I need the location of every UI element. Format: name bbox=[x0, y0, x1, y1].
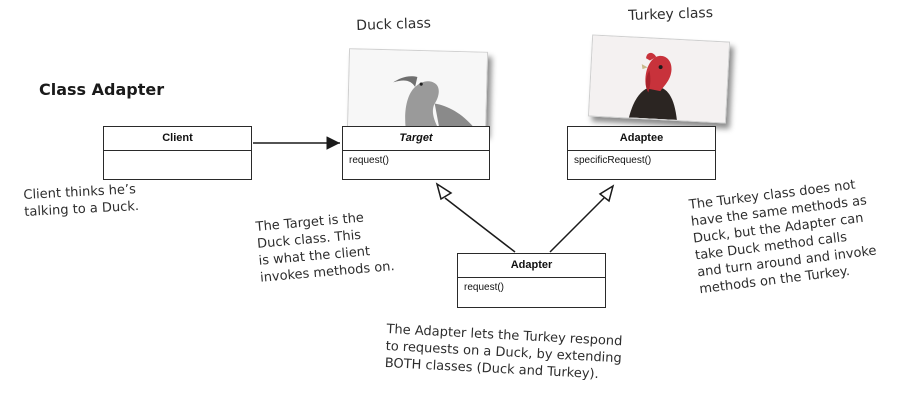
client-class[interactable]: Client bbox=[103, 126, 252, 180]
client-class-operations bbox=[104, 151, 251, 157]
duck-caption: Duck class bbox=[356, 15, 432, 34]
target-class-name: Target bbox=[343, 127, 489, 151]
inherit-arrowhead-target bbox=[435, 182, 453, 201]
client-note: Client thinks he’s talking to a Duck. bbox=[23, 181, 139, 221]
turkey-image bbox=[587, 34, 731, 124]
inherit-line-target bbox=[444, 197, 516, 253]
target-request-method: request() bbox=[349, 155, 390, 166]
adaptee-specific-request-method: specificRequest() bbox=[574, 155, 652, 166]
adaptee-class-name: Adaptee bbox=[568, 127, 715, 151]
turkey-caption: Turkey class bbox=[628, 5, 714, 24]
inherit-line-adaptee bbox=[549, 197, 605, 253]
turkey-note: The Turkey class does not have the same … bbox=[688, 175, 880, 298]
target-note: The Target is the Duck class. This is wh… bbox=[255, 207, 395, 286]
duck-image bbox=[346, 48, 489, 134]
adapter-class[interactable]: Adapter request() bbox=[457, 253, 606, 308]
inherit-arrowhead-adaptee bbox=[598, 184, 615, 203]
client-class-name: Client bbox=[104, 127, 251, 151]
adaptee-class[interactable]: Adaptee specificRequest() bbox=[567, 126, 716, 180]
page-title: Class Adapter bbox=[39, 80, 165, 99]
target-class[interactable]: Target request() bbox=[342, 126, 490, 180]
adapter-class-name: Adapter bbox=[458, 254, 605, 278]
adapter-request-method: request() bbox=[464, 282, 505, 293]
